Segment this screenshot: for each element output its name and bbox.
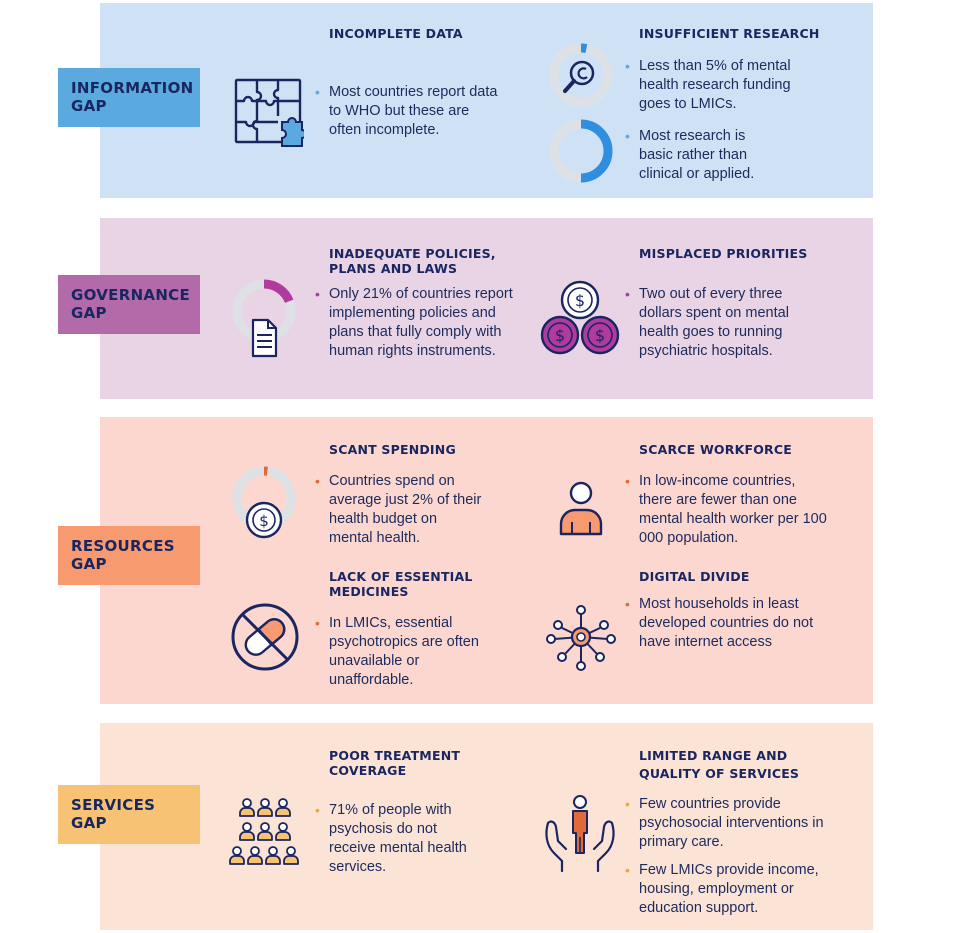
svg-text:$: $: [555, 326, 565, 345]
svg-text:$: $: [259, 512, 269, 530]
people-grid-icon: [226, 796, 304, 872]
bullet-dot: •: [625, 473, 630, 489]
policies-title-line1: INADEQUATE POLICIES,: [329, 246, 496, 261]
policies-title-line2: PLANS AND LAWS: [329, 261, 458, 276]
bullet-dot: •: [625, 796, 630, 812]
governance-gap-label: GOVERNANCE GAP: [58, 275, 200, 334]
workforce-text: In low-income countries, there are fewer…: [639, 473, 827, 546]
coverage-title-line2: COVERAGE: [329, 763, 407, 778]
bullet-dot: •: [625, 862, 630, 878]
magnifier-donut-icon: [548, 42, 614, 108]
coverage-title-line1: POOR TREATMENT: [329, 748, 461, 763]
insufficient-research-text-2: Most research is basic rather than clini…: [639, 128, 755, 182]
information-gap-label-line1: INFORMATION: [71, 79, 194, 97]
resources-gap-label: RESOURCES GAP: [58, 526, 200, 585]
bullet-dot: •: [315, 615, 320, 631]
information-gap-label: INFORMATION GAP: [58, 68, 200, 127]
bullet-dot: •: [315, 286, 320, 302]
digital-title: DIGITAL DIVIDE: [639, 569, 750, 584]
bullet-dot: •: [625, 128, 630, 144]
medicines-title-line1: LACK OF ESSENTIAL: [329, 569, 473, 584]
priorities-text: Two out of every three dollars spent on …: [639, 286, 789, 359]
spending-text: Countries spend on average just 2% of th…: [329, 473, 482, 546]
bullet-dot: •: [315, 802, 320, 818]
quality-title-line2: QUALITY OF SERVICES: [639, 766, 800, 781]
coverage-text: 71% of people with psychosis do not rece…: [329, 802, 467, 875]
incomplete-data-title: INCOMPLETE DATA: [329, 26, 463, 41]
document-donut-icon: [231, 278, 297, 360]
information-gap-label-line2: GAP: [71, 97, 107, 115]
bullet-dot: •: [315, 473, 320, 489]
governance-gap-label-line1: GOVERNANCE: [71, 286, 191, 304]
governance-gap-band: [100, 218, 873, 399]
information-gap-band: [100, 3, 873, 198]
spending-title: SCANT SPENDING: [329, 442, 456, 457]
services-gap-label: SERVICES GAP: [58, 785, 200, 844]
puzzle-icon: [232, 76, 304, 148]
medicines-text: In LMICs, essential psychotropics are of…: [329, 615, 479, 688]
bullet-dot: •: [625, 286, 630, 302]
hands-person-icon: [542, 793, 618, 873]
resources-gap-label-line2: GAP: [71, 555, 107, 573]
digital-text: Most households in least developed count…: [639, 596, 814, 650]
quality-text-2: Few LMICs provide income, housing, emplo…: [639, 862, 819, 916]
services-gap-label-line1: SERVICES: [71, 796, 156, 814]
no-pill-icon: [229, 601, 301, 673]
resources-gap-label-line1: RESOURCES: [71, 537, 175, 555]
svg-text:$: $: [575, 291, 585, 310]
quality-text-1: Few countries provide psychosocial inter…: [639, 796, 824, 850]
incomplete-data-text: Most countries report data to WHO but th…: [329, 84, 498, 138]
person-icon: [558, 480, 604, 536]
workforce-title: SCARCE WORKFORCE: [639, 442, 792, 457]
donut-icon: [548, 118, 614, 184]
coins-icon: $ $ $: [538, 279, 622, 357]
services-gap-band: [100, 723, 873, 930]
bullet-dot: •: [625, 596, 630, 612]
governance-gap-label-line2: GAP: [71, 304, 107, 322]
coin-donut-icon: $: [231, 465, 297, 541]
network-icon: [546, 603, 616, 671]
bullet-dot: •: [315, 84, 320, 100]
bullet-dot: •: [625, 58, 630, 74]
priorities-title: MISPLACED PRIORITIES: [639, 246, 808, 261]
policies-text: Only 21% of countries report implementin…: [329, 286, 513, 359]
insufficient-research-title: INSUFFICIENT RESEARCH: [639, 26, 820, 41]
quality-title-line1: LIMITED RANGE AND: [639, 748, 788, 763]
services-gap-label-line2: GAP: [71, 814, 107, 832]
medicines-title-line2: MEDICINES: [329, 584, 409, 599]
insufficient-research-text-1: Less than 5% of mental health research f…: [639, 58, 791, 112]
resources-gap-band: [100, 417, 873, 704]
svg-text:$: $: [595, 326, 605, 345]
